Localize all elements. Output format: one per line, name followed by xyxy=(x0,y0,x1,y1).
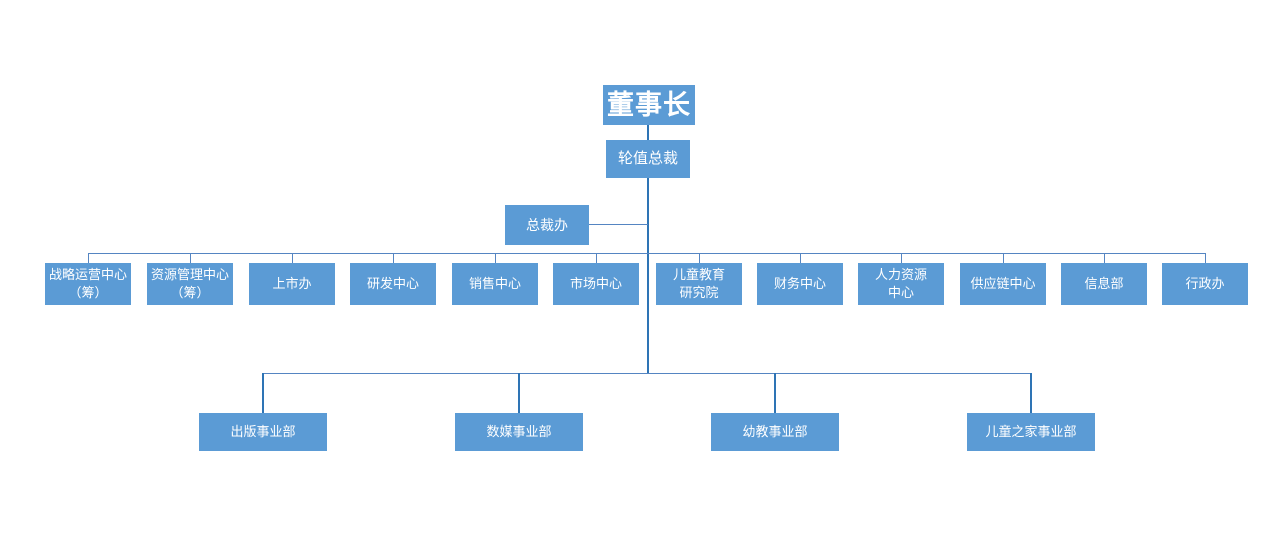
org-node-dept-finance: 财务中心 xyxy=(757,263,843,305)
org-node-dept-marketing: 市场中心 xyxy=(553,263,639,305)
connector-dept-tick xyxy=(1205,253,1206,263)
connector-dept-tick xyxy=(292,253,293,263)
org-node-dept-ipo-office: 上市办 xyxy=(249,263,335,305)
connector-dept-tick xyxy=(901,253,902,263)
org-node-div-publishing: 出版事业部 xyxy=(199,413,327,451)
org-node-dept-information: 信息部 xyxy=(1061,263,1147,305)
connector-dept-tick xyxy=(1104,253,1105,263)
connector-divisions-rail xyxy=(263,373,1031,374)
connector-dept-tick xyxy=(190,253,191,263)
connector-division-drop xyxy=(774,373,776,413)
connector-dept-tick xyxy=(1003,253,1004,263)
connector-dept-tick xyxy=(800,253,801,263)
org-node-dept-supply-chain: 供应链中心 xyxy=(960,263,1046,305)
org-node-dept-strategy-ops: 战略运营中心 （筹） xyxy=(45,263,131,305)
connector-division-drop xyxy=(262,373,264,413)
org-node-dept-rnd-center: 研发中心 xyxy=(350,263,436,305)
connector-departments-rail xyxy=(88,253,1206,254)
connector-dept-tick xyxy=(596,253,597,263)
org-node-dept-sales-center: 销售中心 xyxy=(452,263,538,305)
connector-division-drop xyxy=(518,373,520,413)
connector-division-drop xyxy=(1030,373,1032,413)
connector-root-to-president xyxy=(647,125,649,140)
org-node-dept-child-edu-inst: 儿童教育 研究院 xyxy=(656,263,742,305)
org-node-div-digital-media: 数媒事业部 xyxy=(455,413,583,451)
org-node-dept-administration: 行政办 xyxy=(1162,263,1248,305)
org-node-president-office: 总裁办 xyxy=(505,205,589,245)
org-node-dept-resource-mgmt: 资源管理中心 （筹） xyxy=(147,263,233,305)
org-node-chairman: 董事长 xyxy=(603,85,695,125)
connector-main-spine xyxy=(647,178,649,373)
connector-dept-tick xyxy=(393,253,394,263)
org-node-div-preschool-edu: 幼教事业部 xyxy=(711,413,839,451)
org-node-dept-hr: 人力资源 中心 xyxy=(858,263,944,305)
connector-dept-tick xyxy=(699,253,700,263)
connector-dept-tick xyxy=(495,253,496,263)
org-node-rotating-president: 轮值总裁 xyxy=(606,140,690,178)
connector-dept-tick xyxy=(88,253,89,263)
connector-office-branch xyxy=(589,224,648,225)
org-node-div-childrens-home: 儿童之家事业部 xyxy=(967,413,1095,451)
